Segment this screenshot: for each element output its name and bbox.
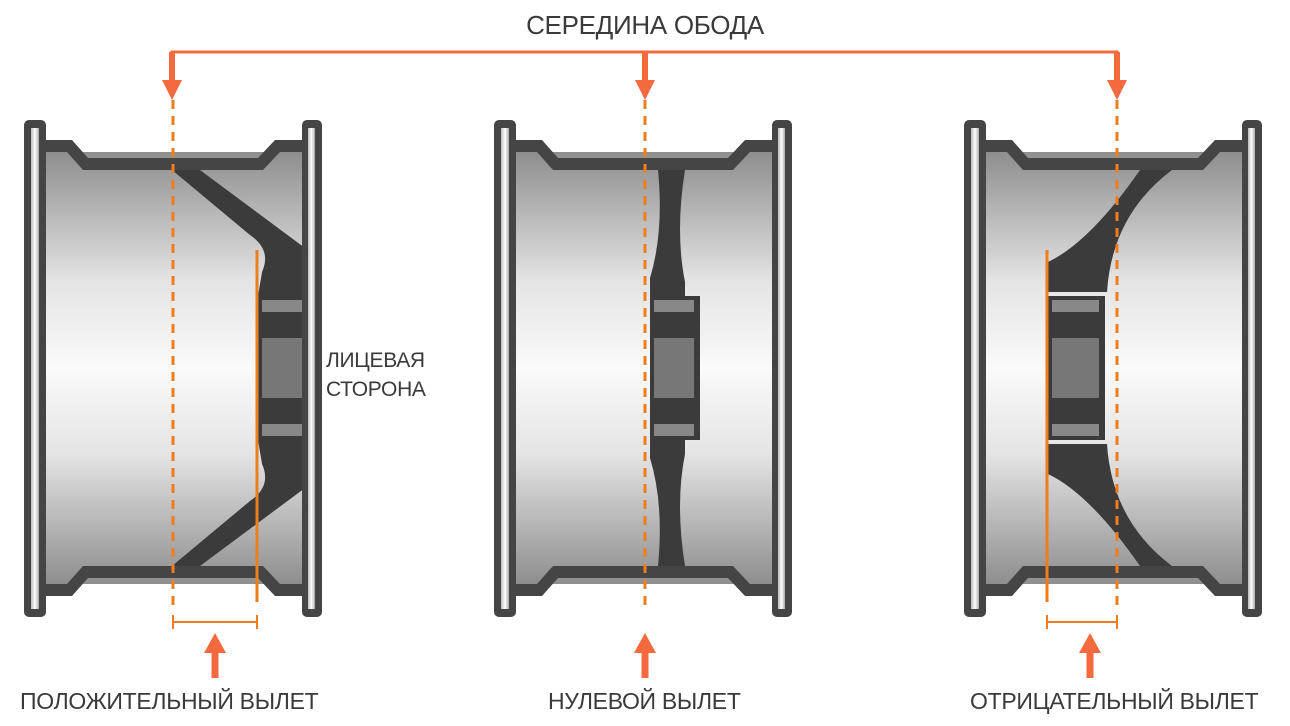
rim-upper-half (510, 140, 775, 336)
left-flange (964, 120, 986, 617)
zero-offset-label: НУЛЕВОЙ ВЫЛЕТ (548, 688, 741, 714)
right-flange (1242, 120, 1262, 617)
face-side-label-line2: СТОРОНА (326, 378, 426, 401)
wheel-positive (24, 100, 322, 629)
offset-bracket (172, 615, 258, 629)
wheel-zero (494, 100, 792, 617)
offset-bracket (1046, 615, 1118, 629)
rim-center-title: СЕРЕДИНА ОБОДА (526, 10, 764, 40)
down-arrow-icon (635, 52, 655, 100)
up-arrow-icon (1079, 633, 1101, 678)
rim-lower-half (510, 400, 775, 596)
rim-upper-half (40, 140, 308, 336)
hub-bore (654, 338, 694, 398)
down-arrow-icon (1107, 52, 1127, 100)
negative-offset-label: ОТРИЦАТЕЛЬНЫЙ ВЫЛЕТ (970, 688, 1259, 714)
face-side-label-line1: ЛИЦЕВАЯ (326, 349, 425, 372)
rim-interior (512, 152, 775, 584)
left-flange (24, 120, 46, 617)
positive-offset-label: ПОЛОЖИТЕЛЬНЫЙ ВЫЛЕТ (20, 688, 319, 714)
rim-upper-half (980, 140, 1245, 336)
rim-lower-half (40, 400, 308, 596)
up-arrow-icon (634, 633, 656, 678)
up-arrow-icon (204, 633, 226, 678)
wheel-negative (964, 100, 1262, 629)
left-flange (494, 120, 516, 617)
right-flange (772, 120, 792, 617)
hub-bore (1052, 338, 1099, 398)
hub-bore (262, 338, 302, 398)
face-side-label: ЛИЦЕВАЯ СТОРОНА (326, 346, 426, 404)
down-arrow-icon (162, 52, 182, 100)
right-flange (302, 120, 322, 617)
